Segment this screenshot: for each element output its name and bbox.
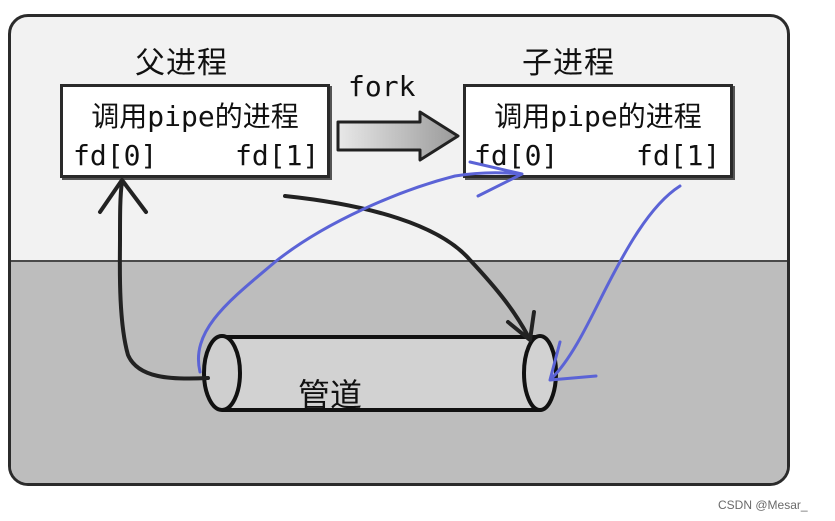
parent-process-box: 调用pipe的进程 fd[0] fd[1]	[60, 84, 330, 178]
parent-process-title: 父进程	[135, 46, 228, 81]
parent-read-arrowhead	[98, 178, 148, 214]
child-read-arrow	[197, 171, 522, 374]
child-fd1: fd[1]	[636, 139, 721, 172]
pipe-label: 管道	[298, 376, 363, 414]
parent-fd1: fd[1]	[235, 139, 320, 172]
fork-arrow	[336, 110, 460, 162]
fork-label: fork	[348, 70, 416, 103]
child-write-arrow	[550, 184, 682, 380]
parent-write-arrow	[283, 194, 530, 338]
child-write-arrowhead	[548, 340, 598, 382]
parent-process-label: 调用pipe的进程	[91, 100, 299, 133]
parent-fd0: fd[0]	[73, 139, 158, 172]
parent-write-arrowhead	[506, 310, 536, 342]
child-process-title: 子进程	[522, 46, 615, 81]
watermark: CSDN @Mesar_	[718, 498, 808, 512]
pipe-cylinder	[202, 334, 558, 412]
child-process-box: 调用pipe的进程 fd[0] fd[1]	[463, 84, 733, 178]
child-process-label: 调用pipe的进程	[494, 100, 702, 133]
child-read-arrowhead	[468, 160, 524, 198]
parent-read-arrow	[117, 180, 210, 381]
